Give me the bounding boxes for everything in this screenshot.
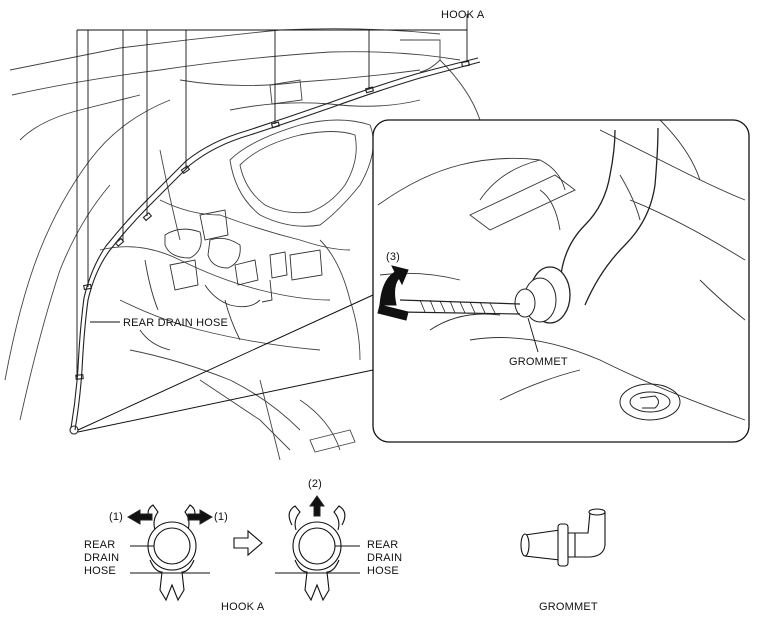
hose-label-right-line2: DRAIN bbox=[367, 552, 403, 564]
grommet-leader bbox=[527, 317, 539, 353]
step-2-label: (2) bbox=[308, 478, 323, 490]
hose-label-left-line1: REAR bbox=[84, 539, 116, 551]
hollow-arrow-right-icon bbox=[233, 529, 263, 557]
zoom-connector bbox=[77, 294, 374, 433]
grommet-inset-label: GROMMET bbox=[509, 356, 568, 368]
hook-a-step2 bbox=[275, 505, 360, 602]
hose-label-right-line3: HOSE bbox=[367, 565, 399, 577]
component-cluster bbox=[139, 209, 323, 351]
vehicle-body-lines bbox=[4, 28, 481, 461]
hook-a-step1 bbox=[130, 504, 210, 602]
arrow-curved-icon bbox=[379, 265, 409, 306]
step-3-label: (3) bbox=[386, 251, 401, 263]
step-1-right-label: (1) bbox=[214, 511, 229, 523]
hook-a-leaders bbox=[76, 14, 468, 377]
hose-label-left: REAR DRAIN HOSE bbox=[84, 539, 119, 578]
grommet-caption: GROMMET bbox=[539, 601, 598, 613]
hook-a-caption: HOOK A bbox=[221, 601, 265, 613]
hose-label-left-line3: HOSE bbox=[84, 565, 116, 577]
inset-detail bbox=[372, 119, 750, 443]
hose-label-left-line2: DRAIN bbox=[84, 552, 120, 564]
step-1-left-label: (1) bbox=[109, 511, 124, 523]
arrow-up-icon bbox=[309, 495, 325, 517]
hose-label-right-line1: REAR bbox=[367, 539, 399, 551]
grommet-part bbox=[520, 508, 606, 567]
arrow-right-icon bbox=[187, 509, 213, 525]
hose-label-right: REAR DRAIN HOSE bbox=[367, 539, 402, 578]
hook-a-label-top: HOOK A bbox=[441, 9, 485, 21]
arrow-left-icon bbox=[127, 509, 153, 525]
rear-drain-hose-label: REAR DRAIN HOSE bbox=[123, 317, 229, 329]
